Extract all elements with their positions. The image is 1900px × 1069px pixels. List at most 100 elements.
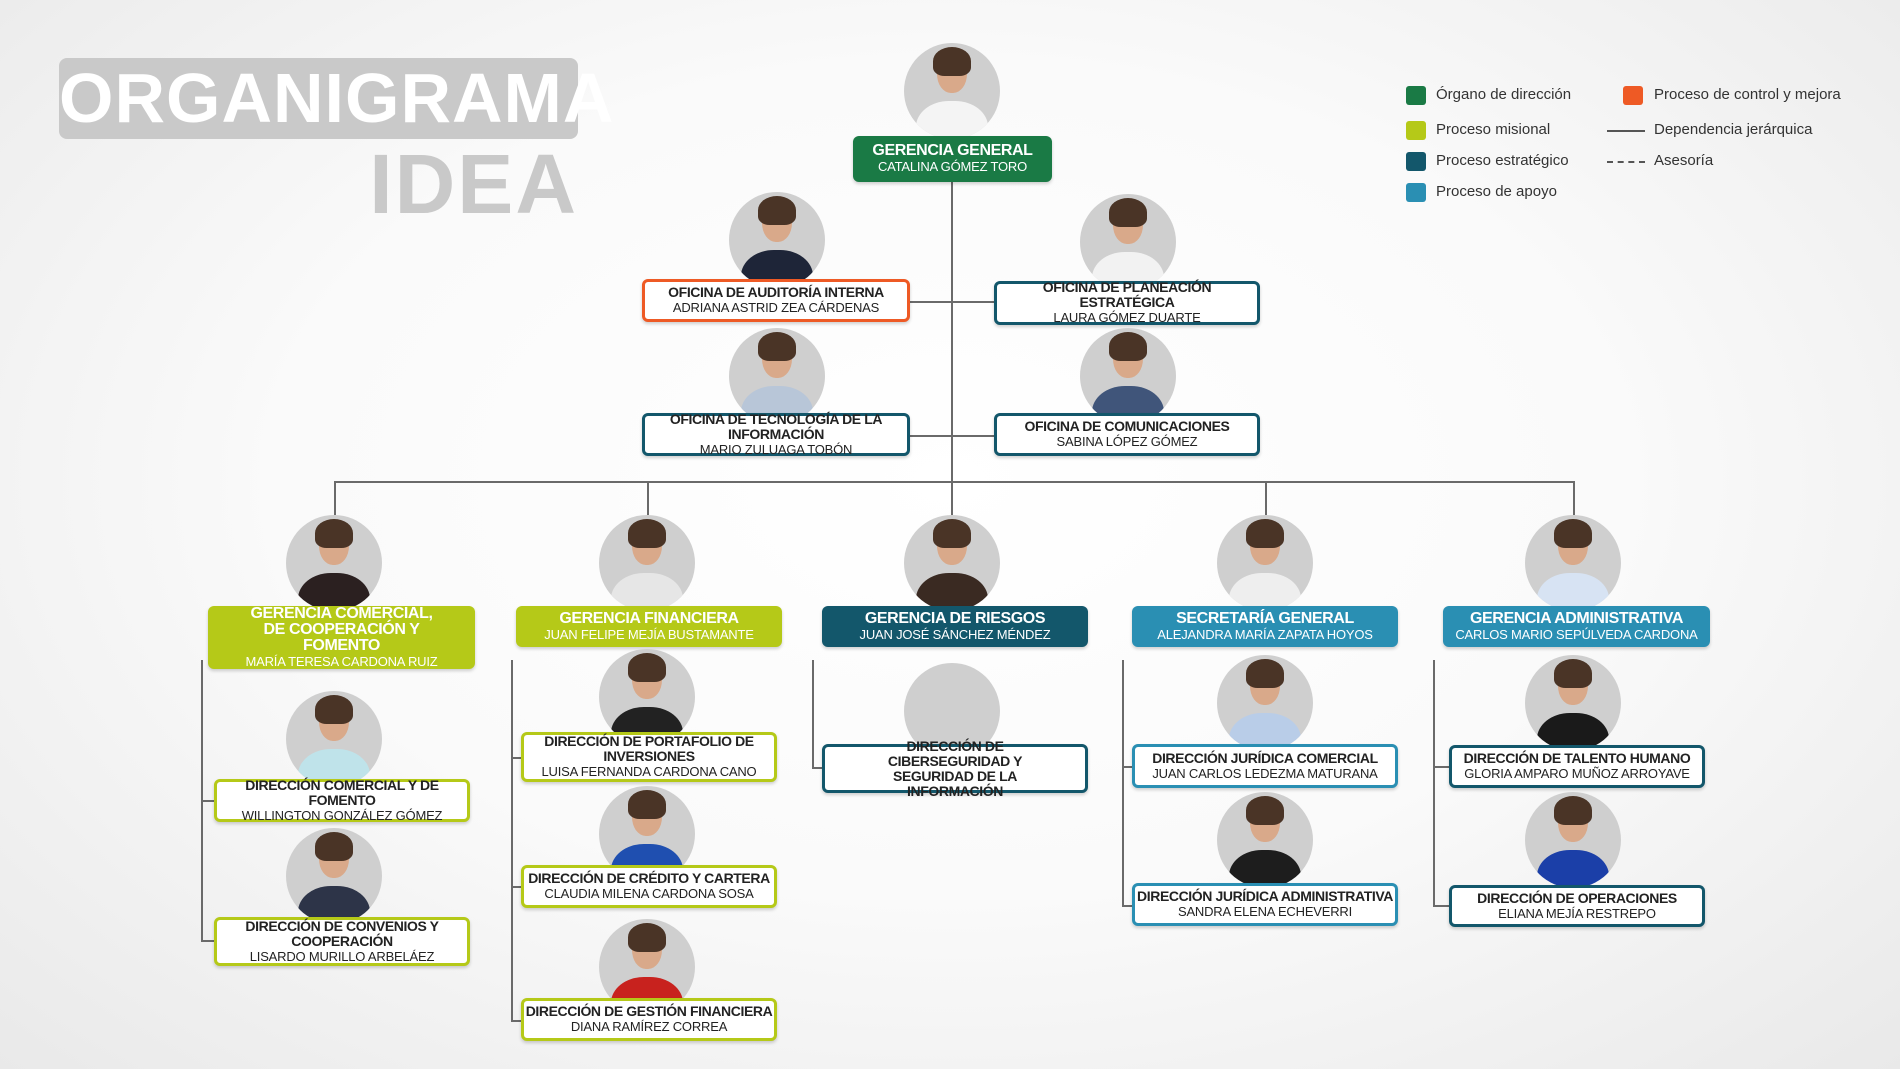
- connector-line: [1122, 766, 1132, 768]
- avatar: [1080, 328, 1176, 424]
- avatar: [729, 192, 825, 288]
- avatar: [1525, 655, 1621, 751]
- node-person-name: ALEJANDRA MARÍA ZAPATA HOYOS: [1157, 626, 1373, 642]
- connector-line: [511, 886, 521, 888]
- node-person-name: LISARDO MURILLO ARBELÁEZ: [249, 948, 435, 964]
- node-title: DIRECCIÓN JURÍDICA ADMINISTRATIVA: [1137, 888, 1393, 904]
- avatar-hair: [314, 694, 354, 724]
- page-title: ORGANIGRAMA: [59, 59, 615, 137]
- connector-line: [1265, 481, 1267, 515]
- node-person-name: ELIANA MEJÍA RESTREPO: [1498, 905, 1656, 921]
- avatar-hair: [627, 789, 667, 819]
- connector-line: [910, 435, 994, 437]
- avatar-body: [297, 572, 371, 611]
- legend-label: Proceso estratégico: [1436, 152, 1569, 169]
- connector-line: [1433, 766, 1449, 768]
- avatar-hair: [627, 518, 667, 548]
- avatar-hair: [1553, 518, 1593, 548]
- node-title: DIRECCIÓN DE CONVENIOS Y COOPERACIÓN: [245, 917, 439, 949]
- avatar-hair: [1553, 658, 1593, 688]
- avatar-hair: [1108, 197, 1148, 227]
- avatar: [1525, 792, 1621, 888]
- connector-line: [511, 1020, 521, 1022]
- node-title: GERENCIA ADMINISTRATIVA: [1469, 609, 1684, 627]
- node-person-name: DIANA RAMÍREZ CORREA: [570, 1019, 728, 1034]
- node-person-name: GLORIA AMPARO MUÑOZ ARROYAVE: [1464, 766, 1690, 781]
- connector-line: [201, 800, 214, 802]
- avatar-hair: [314, 831, 354, 861]
- avatar-hair: [932, 518, 972, 548]
- connector-line: [334, 481, 336, 515]
- legend-dashed-line: [1607, 161, 1645, 163]
- legend-label: Proceso de apoyo: [1436, 183, 1557, 200]
- node-person-name: MARÍA TERESA CARDONA RUIZ: [245, 653, 438, 669]
- node-person-name: CARLOS MARIO SEPÚLVEDA CARDONA: [1455, 626, 1698, 642]
- node-person-name: MARIO ZULUAGA TOBÓN: [699, 441, 853, 457]
- connector-line: [1433, 905, 1449, 907]
- node-title: DIRECCIÓN COMERCIAL Y DE FOMENTO: [245, 776, 439, 808]
- node-person-name: LUISA FERNANDA CARDONA CANO: [541, 764, 757, 779]
- connector-line: [1433, 660, 1435, 905]
- avatar-body: [1228, 572, 1302, 611]
- node-person-name: WILLINGTON GONZÁLEZ GÓMEZ: [241, 807, 443, 823]
- avatar: [286, 691, 382, 787]
- legend-label: Proceso de control y mejora: [1654, 86, 1841, 103]
- page-subtitle: IDEA: [369, 137, 578, 231]
- legend-label: Proceso misional: [1436, 121, 1551, 138]
- avatar-hair: [932, 46, 972, 76]
- node-title: GERENCIA COMERCIAL, DE COOPERACIÓN Y FOM…: [250, 604, 433, 654]
- connector-line: [1573, 481, 1575, 515]
- legend-swatch-estrategico: [1406, 152, 1426, 171]
- node-title: DIRECCIÓN JURÍDICA COMERCIAL: [1152, 749, 1378, 766]
- avatar-hair: [757, 195, 797, 225]
- legend-label: Dependencia jerárquica: [1654, 121, 1813, 138]
- node-title: DIRECCIÓN DE OPERACIONES: [1477, 889, 1677, 906]
- avatar-hair: [314, 518, 354, 548]
- node-direccion-ciberseguridad[interactable]: DIRECCIÓN DE CIBERSEGURIDAD Y SEGURIDAD …: [822, 738, 1088, 798]
- avatar-hair: [1245, 518, 1285, 548]
- node-person-name: JUAN CARLOS LEDEZMA MATURANA: [1152, 765, 1378, 781]
- legend-swatch-apoyo: [1406, 183, 1426, 202]
- connector-line: [334, 481, 1573, 483]
- legend-label: Asesoría: [1654, 152, 1714, 169]
- node-gerencia-comercial[interactable]: GERENCIA COMERCIAL, DE COOPERACIÓN Y FOM…: [208, 604, 475, 669]
- legend-label: Órgano de dirección: [1436, 86, 1572, 103]
- avatar-hair: [757, 331, 797, 361]
- node-title: OFICINA DE PLANEACIÓN ESTRATÉGICA: [1042, 279, 1212, 310]
- avatar-hair: [1108, 331, 1148, 361]
- node-title: OFICINA DE COMUNICACIONES: [1024, 418, 1230, 434]
- node-title: DIRECCIÓN DE PORTAFOLIO DE INVERSIONES: [544, 733, 754, 764]
- node-title: SECRETARÍA GENERAL: [1176, 609, 1354, 627]
- legend-solid-line: [1607, 130, 1645, 132]
- avatar-hair: [627, 922, 667, 952]
- node-title: GERENCIA GENERAL: [872, 142, 1033, 159]
- avatar-hair: [1245, 658, 1285, 688]
- node-person-name: SABINA LÓPEZ GÓMEZ: [1056, 434, 1198, 449]
- avatar-body: [1536, 572, 1610, 611]
- avatar: [599, 649, 695, 745]
- avatar-body: [610, 572, 684, 611]
- avatar: [286, 828, 382, 924]
- node-person-name: SANDRA ELENA ECHEVERRI: [1177, 904, 1353, 919]
- avatar: [729, 328, 825, 424]
- node-title: OFICINA DE TECNOLOGÍA DE LA INFORMACIÓN: [669, 410, 883, 442]
- node-title: DIRECCIÓN DE GESTIÓN FINANCIERA: [525, 1003, 773, 1019]
